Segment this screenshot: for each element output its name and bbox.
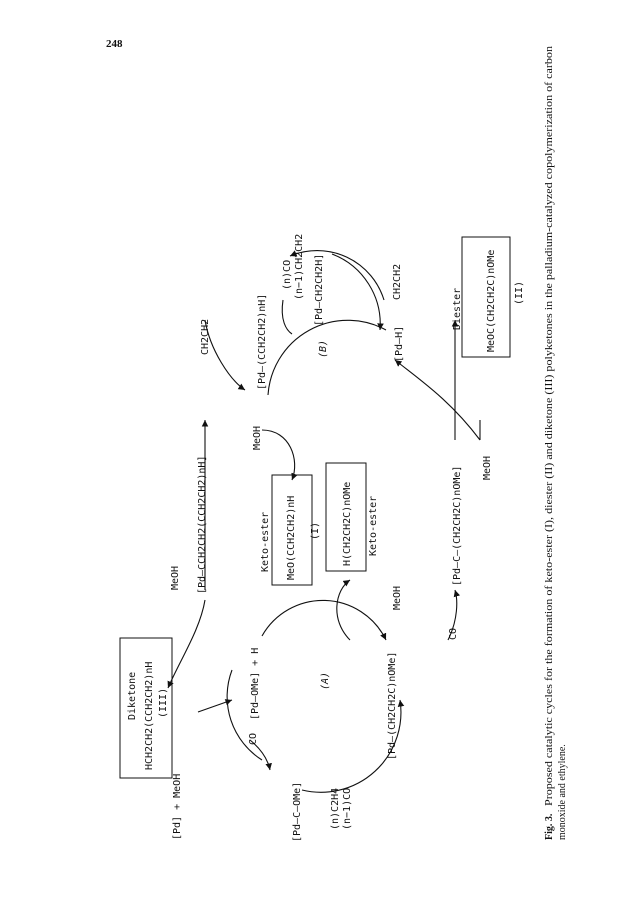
diester-number: (II) (514, 281, 525, 305)
diester-box (461, 236, 511, 358)
cycle-b-arc-top (267, 319, 387, 396)
species-pd-acyl-ome: [Pd–C–(CH2CH2C)nOMe] (452, 466, 463, 586)
keto-ester-number: (I) (310, 522, 321, 540)
arrow-meoh-to-diketone (167, 599, 206, 689)
keto-ester-formula-2: H(CH2CH2C)nOMe (342, 482, 353, 566)
keto-ester-box-1 (271, 474, 313, 586)
species-pd-ome: [Pd–OMe] + H (250, 648, 261, 720)
reagent-ch2ch2-top: CH2CH2 (200, 319, 211, 355)
cycle-a-arc-left (226, 669, 263, 761)
cycle-b-arc-bottom (289, 249, 385, 301)
reagent-meoh-top: MeOH (170, 566, 181, 590)
diester-title: Diester (452, 288, 463, 330)
page-number: 248 (106, 38, 123, 50)
caption-label: Fig. 3. (544, 813, 555, 840)
reagent-n-co-b: (n)CO (282, 260, 293, 290)
keto-ester-formula-1: MeO(CCH2CH2)nH (286, 496, 297, 580)
cycle-label-b: (B) (318, 340, 329, 358)
species-pd-ch2ch2h: [Pd–CH2CH2H] (314, 254, 325, 326)
arrow-to-pdh (394, 359, 481, 441)
arrow-co-a (249, 739, 272, 771)
species-pd-chain-h: [Pd–(CCH2CH2)nH] (257, 294, 268, 390)
species-pd-chain-ome: [Pd–(CH2CH2C)nOMe] (387, 652, 398, 760)
reagent-ch2ch2-b: CH2CH2 (392, 264, 403, 300)
keto-ester-title-2: Keto-ester (368, 496, 379, 556)
cycle-b-arc-right (331, 253, 384, 331)
species-top-chain: [Pd–CCH2CH2(CCH2CH2)nH] (197, 456, 208, 594)
species-pd-c-ome: [Pd–C–OMe] (292, 782, 303, 842)
keto-ester-box-2 (325, 462, 367, 572)
diketone-formula: HCH2CH2(CCH2CH2)nH (144, 662, 155, 770)
species-pd-plus-meoh: [Pd] + MeOH (172, 774, 183, 840)
diketone-title: Diketone (127, 672, 138, 720)
species-pd-h: [Pd–H] (394, 326, 405, 362)
reagent-meoh-bottom: MeOH (482, 456, 493, 480)
arrow-meoh-b-to-ketoester (261, 429, 298, 481)
arrow-pdome-to-ketoester2 (336, 579, 351, 641)
reagent-meoh-b-left: MeOH (252, 426, 263, 450)
arrow-ch2ch2-top (204, 319, 246, 391)
keto-ester-title-1: Keto-ester (260, 512, 271, 572)
cycle-a-arc-top (261, 599, 387, 641)
caption-line-1: Proposed catalytic cycles for the format… (544, 46, 555, 806)
reagent-co-mid: CO (448, 628, 459, 640)
reagent-co-a: CO (248, 733, 259, 745)
cycle-a-arc-bottom (301, 699, 405, 793)
reagent-n1-co-a: (n−1)CO (342, 788, 353, 830)
diester-formula: MeOC(CH2CH2C)nOMe (486, 250, 497, 352)
diketone-box (119, 637, 173, 779)
arrow-n-ch2ch2-b (281, 299, 293, 335)
reagent-meoh-a-right: MeOH (392, 586, 403, 610)
arrow-pd-meoh-double (197, 699, 233, 713)
caption-line-2: monoxide and ethylene. (557, 744, 568, 840)
cycle-label-a: (A) (320, 672, 331, 690)
diketone-number: (III) (158, 688, 169, 718)
reagent-n1-c2h4-b: (n−1)CH2CH2 (294, 234, 305, 300)
arrow-co-mid (447, 589, 461, 641)
reagent-n-ch2ch2-a: (n)C2H4 (330, 788, 341, 830)
